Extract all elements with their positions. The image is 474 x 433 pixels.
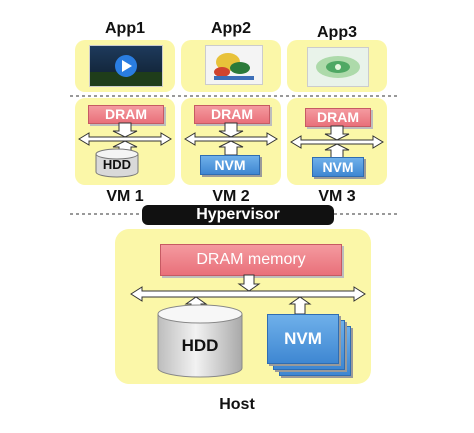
galaxy-icon xyxy=(316,56,360,78)
app1-label: App1 xyxy=(105,20,145,37)
host-nvm: NVM xyxy=(267,314,339,364)
vm1-hdd-cylinder-icon xyxy=(95,148,139,178)
app2-image-thumbnail xyxy=(205,45,263,85)
host-hdd-label: HDD xyxy=(181,336,219,355)
app2-label: App2 xyxy=(211,20,251,37)
host-bus-arrow xyxy=(130,274,366,315)
vm3-dram: DRAM xyxy=(305,108,371,127)
host-label: Host xyxy=(219,396,255,413)
host-hdd: HDD xyxy=(157,304,243,378)
vm1-dram: DRAM xyxy=(88,105,164,124)
app-vm-separator xyxy=(70,95,400,97)
vm2-bus-arrow xyxy=(184,122,278,156)
vm3-nvm: NVM xyxy=(312,157,364,177)
app3-image-thumbnail xyxy=(307,47,369,87)
host-dram-memory: DRAM memory xyxy=(160,244,342,276)
vm3-label: VM 3 xyxy=(318,188,356,205)
vm1-label: VM 1 xyxy=(106,188,144,205)
vm2-dram: DRAM xyxy=(194,105,270,124)
vm1-hdd: HDD xyxy=(95,148,139,178)
vm2-nvm: NVM xyxy=(200,155,260,175)
graphics-icon xyxy=(214,53,254,80)
hypervisor-separator xyxy=(70,213,400,215)
vm1-hdd-label: HDD xyxy=(102,157,132,172)
play-icon xyxy=(90,55,162,86)
host-hdd-cylinder-icon xyxy=(157,304,243,378)
app3-label: App3 xyxy=(317,24,357,41)
vm3-bus-arrow xyxy=(290,125,384,159)
vm2-label: VM 2 xyxy=(212,188,250,205)
app1-video-thumbnail xyxy=(89,45,163,87)
hypervisor-bar: Hypervisor xyxy=(142,205,334,225)
